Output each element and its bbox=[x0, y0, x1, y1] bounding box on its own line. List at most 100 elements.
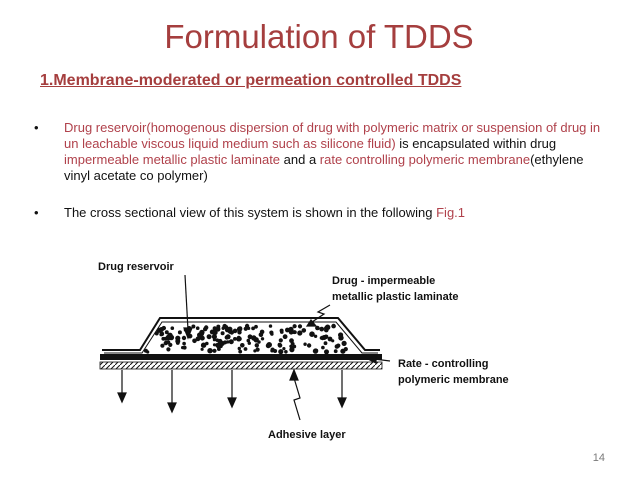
drug-particle bbox=[200, 347, 204, 351]
rate-controlling-membrane bbox=[100, 354, 382, 360]
drug-particle bbox=[166, 347, 171, 352]
drug-particle bbox=[284, 350, 288, 354]
drug-particle bbox=[331, 339, 335, 343]
drug-particle bbox=[220, 331, 225, 336]
label-impermeable-2: metallic plastic laminate bbox=[332, 291, 459, 303]
text-run: rate controlling polymeric membrane bbox=[319, 152, 531, 167]
page-number: 14 bbox=[592, 452, 605, 464]
drug-particle bbox=[247, 341, 251, 345]
drug-particle bbox=[265, 343, 271, 349]
drug-particle bbox=[182, 345, 187, 350]
drug-particle bbox=[143, 348, 148, 353]
drug-particle bbox=[225, 334, 231, 340]
drug-particle bbox=[212, 348, 217, 353]
bullet-text: The cross sectional view of this system … bbox=[64, 205, 604, 221]
drug-particle bbox=[319, 336, 324, 340]
adhesive-layer bbox=[99, 361, 383, 370]
drug-particle bbox=[212, 326, 217, 331]
drug-particle bbox=[301, 328, 307, 333]
drug-particle bbox=[254, 324, 258, 329]
drug-reservoir-particles bbox=[143, 323, 348, 355]
drug-particle bbox=[237, 346, 241, 351]
drug-particle bbox=[289, 347, 295, 353]
impermeable-laminate-inner bbox=[104, 321, 378, 354]
drug-particle bbox=[324, 349, 329, 355]
drug-particle bbox=[254, 343, 259, 348]
label-impermeable-1: Drug - impermeable bbox=[332, 275, 435, 287]
drug-particle bbox=[333, 349, 338, 354]
drug-particle bbox=[273, 349, 278, 353]
impermeable-laminate bbox=[102, 317, 380, 351]
drug-particle bbox=[251, 335, 257, 341]
drug-particle bbox=[160, 343, 165, 348]
drug-particle bbox=[182, 341, 186, 346]
drug-particle bbox=[270, 348, 274, 353]
drug-particle bbox=[331, 323, 336, 329]
drug-particle bbox=[243, 347, 248, 351]
drug-particle bbox=[343, 347, 348, 352]
bullet-text: Drug reservoir(homogenous dispersion of … bbox=[64, 120, 604, 184]
drug-particle bbox=[292, 324, 297, 329]
drug-particle bbox=[200, 342, 207, 348]
drug-particle bbox=[338, 332, 344, 338]
drug-particle bbox=[221, 326, 225, 330]
drug-particle bbox=[165, 334, 172, 341]
drug-particle bbox=[297, 324, 303, 329]
drug-particle bbox=[278, 338, 283, 343]
drug-particle bbox=[154, 331, 159, 336]
drug-particle bbox=[206, 334, 212, 340]
drug-particle bbox=[260, 337, 265, 341]
drug-particle bbox=[255, 347, 260, 352]
drug-particle bbox=[192, 338, 197, 344]
drug-particle bbox=[323, 341, 328, 346]
drug-particle bbox=[177, 330, 182, 335]
drug-particle bbox=[175, 338, 181, 344]
drug-particle bbox=[253, 349, 257, 353]
release-arrows bbox=[117, 370, 347, 414]
drug-particle bbox=[238, 326, 243, 331]
label-rate-1: Rate - controlling bbox=[398, 358, 488, 370]
drug-particle bbox=[247, 326, 251, 330]
text-run: is encapsulated within drug bbox=[395, 136, 557, 151]
drug-particle bbox=[278, 349, 284, 355]
text-run: Fig.1 bbox=[436, 205, 466, 220]
bullet-marker: • bbox=[34, 120, 39, 135]
text-run: and a bbox=[280, 152, 320, 167]
drug-particle bbox=[238, 349, 243, 354]
drug-particle bbox=[323, 334, 329, 340]
drug-particle bbox=[181, 335, 187, 341]
drug-particle bbox=[321, 345, 325, 350]
drug-particle bbox=[268, 324, 273, 328]
text-run: Drug reservoir bbox=[64, 120, 147, 135]
drug-particle bbox=[319, 326, 325, 332]
drug-particle bbox=[199, 335, 205, 341]
drug-particle bbox=[251, 326, 256, 331]
drug-particle bbox=[269, 330, 274, 335]
label-adhesive: Adhesive layer bbox=[268, 429, 346, 441]
drug-particle bbox=[207, 348, 213, 354]
drug-particle bbox=[303, 342, 307, 346]
drug-particle bbox=[306, 343, 312, 348]
drug-particle bbox=[336, 343, 341, 348]
drug-particle bbox=[240, 343, 245, 348]
drug-particle bbox=[259, 329, 265, 335]
text-run: (homogenous dispersion of drug with poly… bbox=[64, 120, 601, 151]
drug-particle bbox=[170, 326, 175, 330]
drug-particle bbox=[313, 334, 318, 338]
section-heading: 1.Membrane-moderated or permeation contr… bbox=[40, 72, 462, 89]
drug-particle bbox=[282, 347, 286, 351]
text-run: impermeable metallic plastic laminate bbox=[64, 152, 281, 167]
drug-particle bbox=[312, 348, 319, 354]
drug-particle bbox=[211, 334, 217, 340]
drug-particle bbox=[195, 336, 201, 342]
drug-particle bbox=[199, 329, 205, 336]
drug-particle bbox=[315, 325, 320, 331]
drug-particle bbox=[341, 340, 347, 346]
drug-particle bbox=[237, 336, 242, 342]
drug-particle bbox=[159, 332, 163, 337]
drug-particle bbox=[212, 329, 218, 336]
drug-particle bbox=[282, 334, 288, 340]
drug-particle bbox=[290, 341, 294, 345]
drug-particle bbox=[168, 342, 173, 347]
drug-particle bbox=[164, 330, 169, 335]
